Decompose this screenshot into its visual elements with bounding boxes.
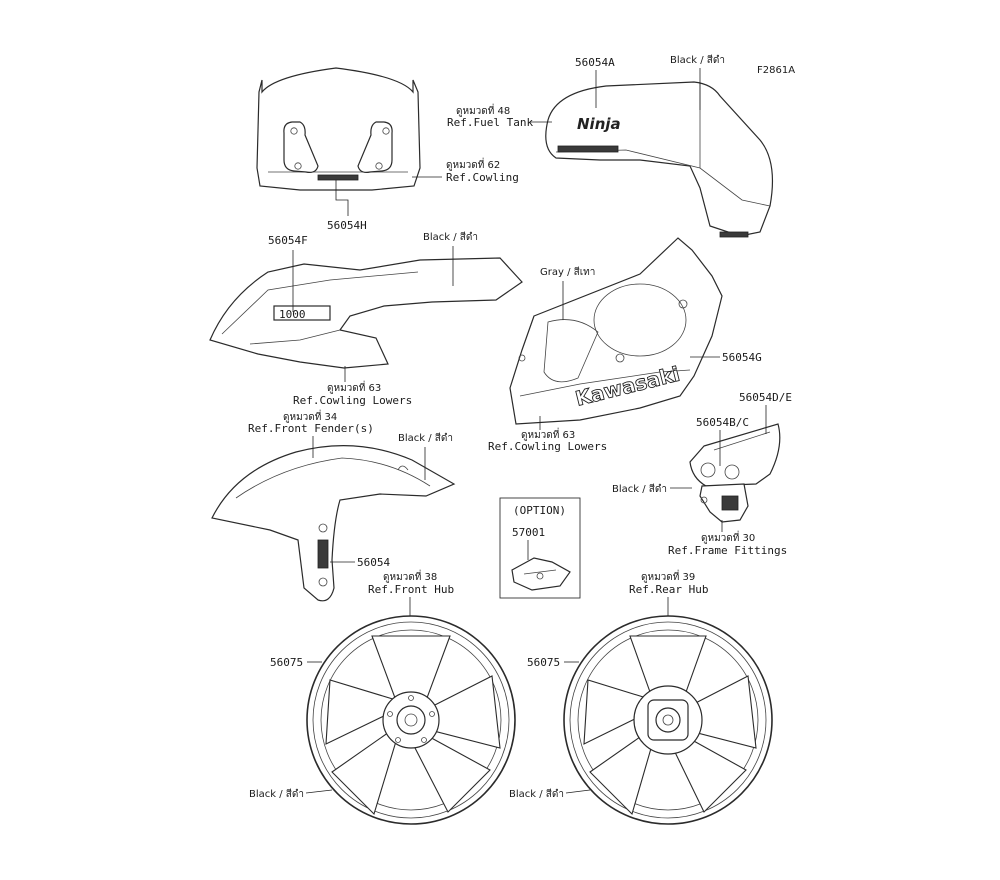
windshield-ref: Ref.Cowling [446,171,519,184]
frame-fittings-part-number-b: 56054B/C [696,416,749,429]
rear-wheel-ref-thai: ดูหมวดที่ 39 [641,569,695,583]
lower-cowling-color: Gray / สีเทา [540,266,595,278]
option-box: (OPTION) 57001 [499,497,581,599]
front-wheel-ref-thai: ดูหมวดที่ 38 [383,569,437,583]
rear-wheel-part-number: 56075 [527,656,560,669]
windshield-part-number: 56054H [327,219,367,232]
upper-cowling-part: 1000 [209,257,523,369]
fuel-tank-logo: Ninja [577,115,621,133]
front-fender-ref-thai: ดูหมวดที่ 34 [283,409,337,423]
front-fender-ref: Ref.Front Fender(s) [248,422,374,435]
fuel-tank-part-number: 56054A [575,56,615,69]
option-box-part-number: 57001 [512,526,545,539]
front-fender-part-number: 56054 [357,556,390,569]
rear-wheel-part [563,615,773,825]
front-fender-color: Black / สีดำ [398,432,453,444]
fuel-tank-ref: Ref.Fuel Tank [447,116,533,129]
upper-cowling-part-number: 56054F [268,234,308,247]
upper-cowling-ref-thai: ดูหมวดที่ 63 [327,380,381,394]
figure-code: F2861A [757,65,795,76]
option-box-title: (OPTION) [513,504,566,517]
front-wheel-part [306,615,516,825]
front-wheel-color: Black / สีดำ [249,788,304,800]
lower-cowling-part: Kawasaki [509,237,723,425]
frame-fittings-part [689,423,781,523]
front-fender-part [211,445,456,602]
upper-cowling-decal: 1000 [279,308,306,321]
upper-cowling-ref: Ref.Cowling Lowers [293,394,412,407]
frame-fittings-ref-thai: ดูหมวดที่ 30 [701,530,755,544]
fuel-tank-color: Black / สีดำ [670,54,725,66]
frame-fittings-part-number-a: 56054D/E [739,391,792,404]
rear-wheel-color: Black / สีดำ [509,788,564,800]
fuel-tank-ref-thai: ดูหมวดที่ 48 [456,103,510,117]
frame-fittings-color: Black / สีดำ [612,483,667,495]
upper-cowling-color: Black / สีดำ [423,231,478,243]
front-wheel-part-number: 56075 [270,656,303,669]
fuel-tank-part: Ninja [545,81,774,238]
frame-fittings-ref: Ref.Frame Fittings [668,544,787,557]
windshield-part [256,67,421,191]
lower-cowling-part-number: 56054G [722,351,762,364]
lower-cowling-ref-thai: ดูหมวดที่ 63 [521,427,575,441]
lower-cowling-ref: Ref.Cowling Lowers [488,440,607,453]
rear-wheel-ref: Ref.Rear Hub [629,583,708,596]
windshield-ref-thai: ดูหมวดที่ 62 [446,157,500,171]
front-wheel-ref: Ref.Front Hub [368,583,454,596]
